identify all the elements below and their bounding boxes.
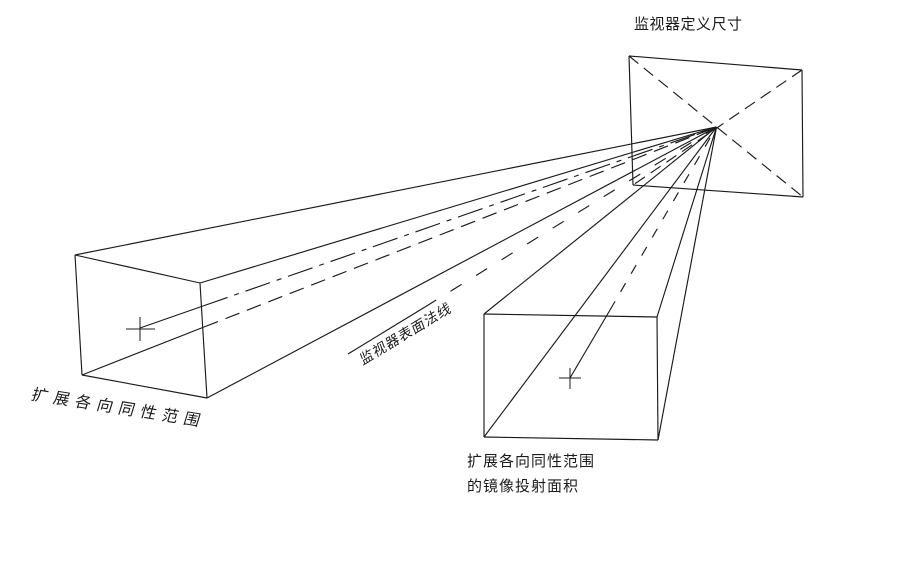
axis-centerline xyxy=(202,126,717,307)
normal-line-dashed xyxy=(424,126,717,308)
mirror-face-bottom-edge xyxy=(483,436,659,441)
edge-bottom-left-hidden xyxy=(203,126,717,328)
edge-bottom-right xyxy=(206,126,717,399)
monitor-right-edge xyxy=(801,69,804,198)
mirror-edge-top-left xyxy=(483,126,717,315)
mirror-area-label: 扩展各向同性范围 的镜像投射面积 xyxy=(467,450,595,500)
edge-top-left xyxy=(74,126,717,256)
monitor-diagonal-2 xyxy=(632,69,803,186)
normal-line-solid xyxy=(347,306,426,355)
left-face-bottom-edge xyxy=(81,374,208,399)
monitor-top-edge xyxy=(628,55,803,71)
edge-top-right xyxy=(199,126,717,284)
mirror-edge-top-right xyxy=(656,126,718,318)
left-face-right-edge xyxy=(199,282,208,399)
mirror-projection-edges xyxy=(483,126,718,441)
mirror-area-label-line2: 的镜像投射面积 xyxy=(467,479,580,495)
left-face-top-edge xyxy=(74,254,201,284)
mirror-face-top-edge xyxy=(483,313,658,318)
mirror-axis-dashed xyxy=(609,126,717,311)
mirror-edge-bottom-right xyxy=(657,126,718,441)
mirror-area-label-line1: 扩展各向同性范围 xyxy=(467,454,596,470)
monitor-size-label: 监视器定义尺寸 xyxy=(634,17,743,33)
isotropic-range-edges xyxy=(74,126,717,399)
left-face-left-edge xyxy=(74,254,83,376)
mirror-projection-face xyxy=(483,313,659,441)
monitor-left-edge xyxy=(628,55,634,186)
mirror-face-right-edge xyxy=(656,316,659,441)
edge-bottom-left-visible xyxy=(81,326,205,376)
mirror-axis-solid xyxy=(569,309,611,379)
mirror-edge-bottom-left xyxy=(483,126,717,438)
monitor-quad xyxy=(628,55,804,198)
surface-normal-line xyxy=(347,126,717,355)
axis-line-start xyxy=(139,305,204,329)
monitor-bottom-edge xyxy=(632,184,804,198)
isotropic-range-face xyxy=(74,254,208,399)
